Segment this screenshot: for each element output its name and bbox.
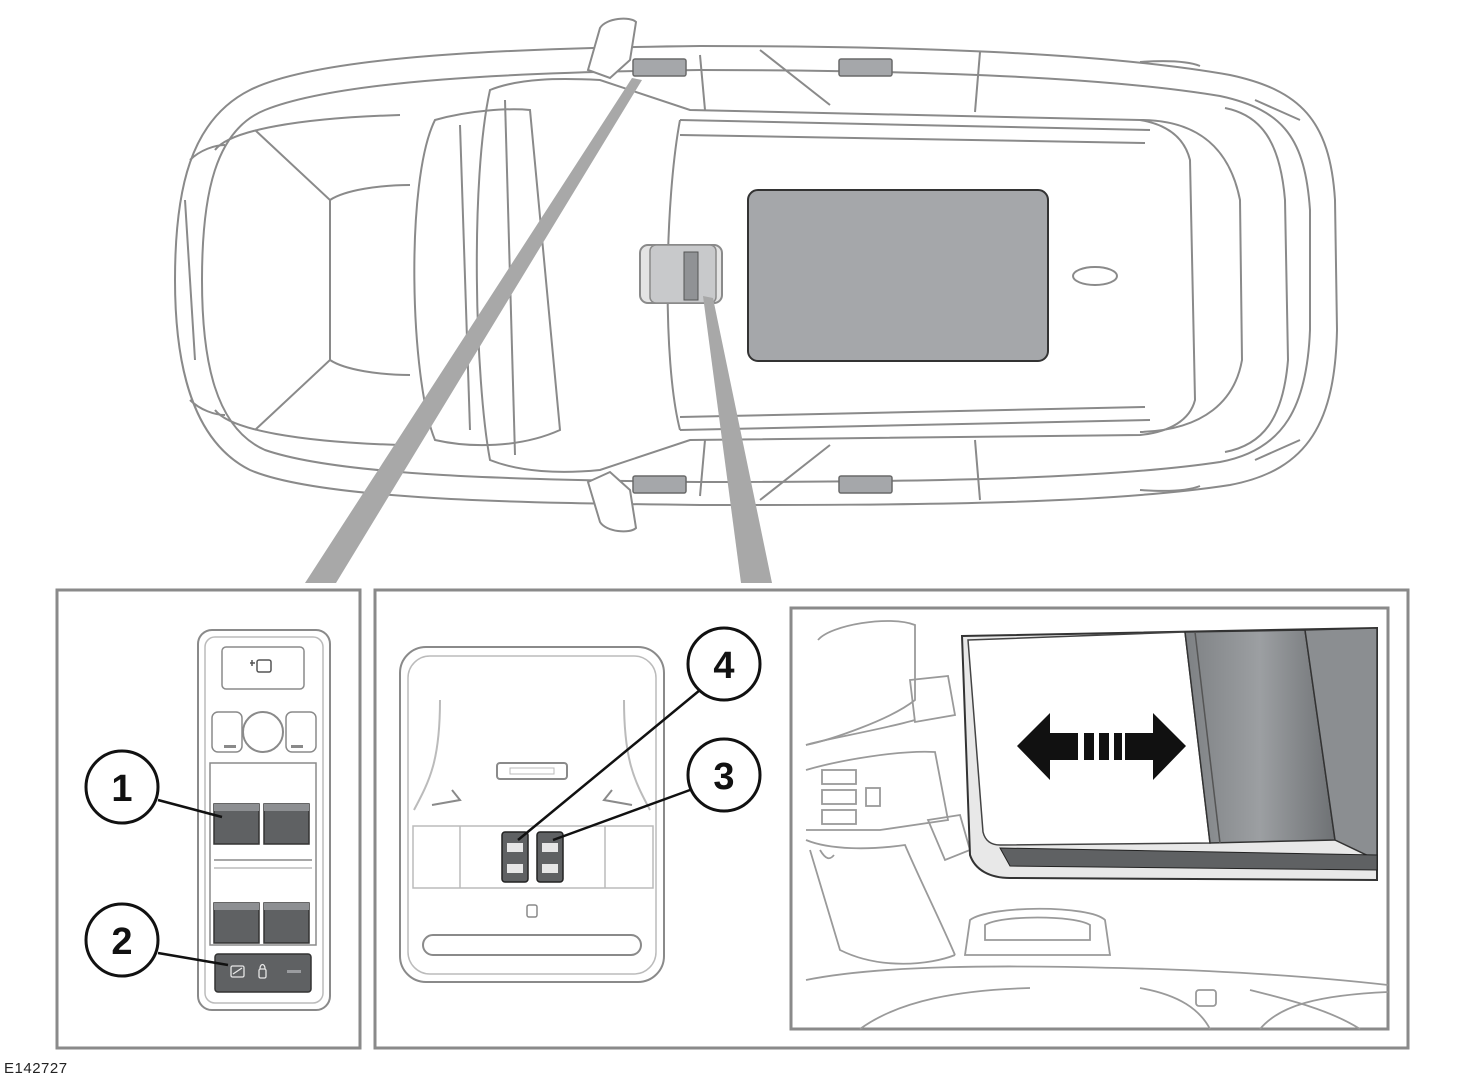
mirror-adjust-knob[interactable] bbox=[242, 711, 284, 753]
callout-1: 1 bbox=[84, 749, 160, 825]
callout-leaders bbox=[157, 689, 701, 967]
window-lock-icon bbox=[230, 963, 267, 979]
front-window-switches[interactable] bbox=[213, 803, 310, 845]
callout-4: 4 bbox=[686, 626, 762, 702]
rear-window-switches[interactable] bbox=[213, 902, 310, 944]
callout-number: 4 bbox=[713, 645, 734, 687]
sunroof-panel bbox=[747, 189, 1049, 362]
window-lock-switch[interactable] bbox=[214, 953, 312, 993]
window-child-lock-icon[interactable] bbox=[250, 659, 272, 673]
sunroof-tilt-switch[interactable] bbox=[501, 831, 529, 883]
overhead-console-marker bbox=[639, 244, 723, 304]
callout-number: 2 bbox=[111, 921, 132, 963]
callout-2: 2 bbox=[84, 902, 160, 978]
double-arrow-icon bbox=[1017, 713, 1186, 780]
overhead-console bbox=[399, 646, 665, 983]
sunroof-open-close-switch[interactable] bbox=[536, 831, 564, 883]
door-switch-pack bbox=[197, 629, 331, 1011]
interior-roof-lining bbox=[805, 620, 1389, 1030]
leader-cones bbox=[305, 78, 772, 583]
callout-3: 3 bbox=[686, 737, 762, 813]
callout-number: 3 bbox=[713, 756, 734, 798]
side-mirrors bbox=[586, 17, 638, 533]
callout-number: 1 bbox=[111, 768, 132, 810]
figure-reference-code: E142727 bbox=[4, 1060, 68, 1077]
door-switch-markers bbox=[632, 58, 893, 494]
car-top-view bbox=[173, 44, 1339, 507]
